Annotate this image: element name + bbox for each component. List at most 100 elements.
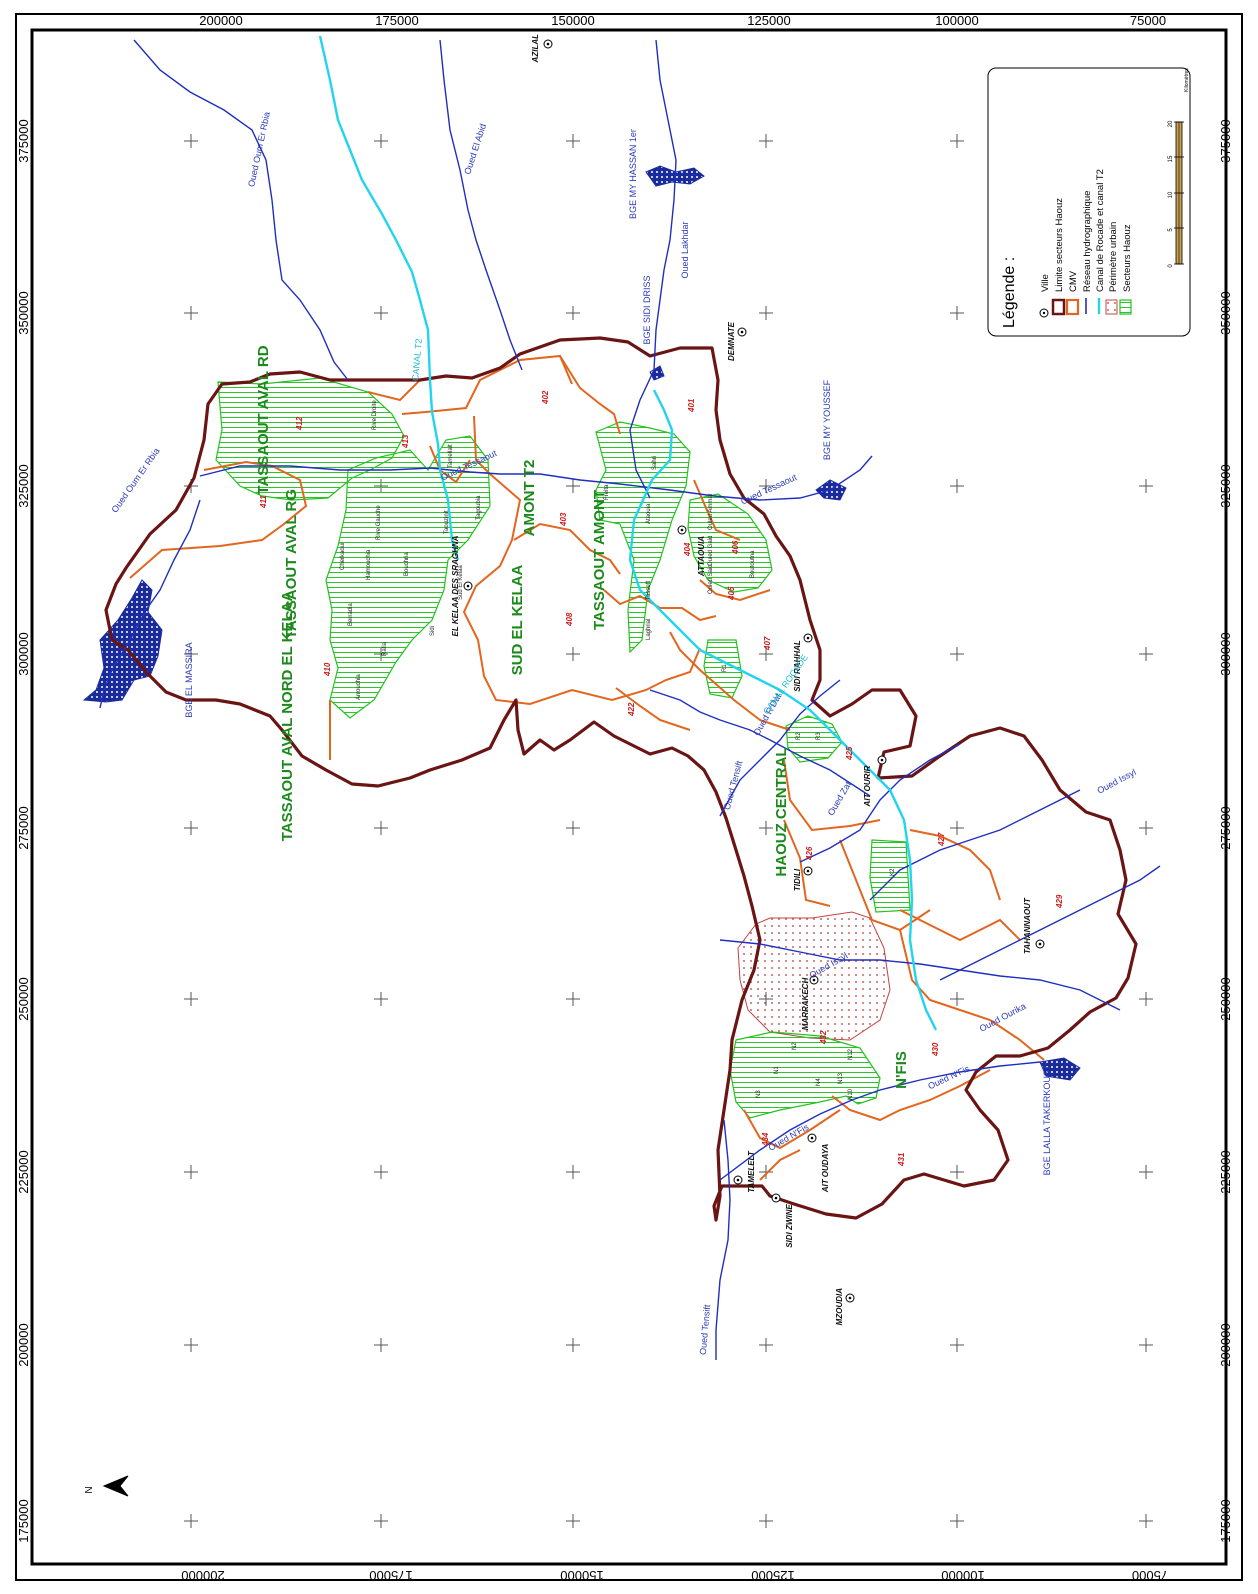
- cmv-label: 402: [541, 390, 550, 405]
- legend-boundary-icon: [1051, 298, 1066, 316]
- tick-label: 175000: [16, 1499, 31, 1542]
- legend-box: [987, 67, 1191, 337]
- hydro-label: BGE MY HASSAN 1er: [628, 129, 638, 219]
- sub-label: Sud El Kelaa: [458, 565, 464, 600]
- city-label: ATTAOUIA: [697, 536, 706, 577]
- sub-label: Sidi: [430, 626, 436, 636]
- cmv-label: 413: [401, 434, 410, 449]
- hydro-label: BGE SIDI DRISS: [642, 275, 652, 344]
- reservoir-takerkoust: [1039, 1057, 1081, 1081]
- tick-label: 375000: [1218, 119, 1233, 162]
- legend: Légende : Ville Limite secteurs Haouz CM…: [987, 67, 1191, 337]
- sub-label: Berradia: [348, 603, 354, 626]
- city-label: AIT OUDAYA: [821, 1143, 830, 1193]
- sub-label: Rafia: [382, 641, 388, 656]
- cmv-label: 426: [805, 846, 814, 861]
- axis-right: 375000 350000 325000 300000 275000 25000…: [1218, 119, 1233, 1542]
- legend-city-icon: [1039, 308, 1049, 318]
- tick-label: 250000: [16, 977, 31, 1020]
- tick-label: 75000: [1132, 1568, 1168, 1583]
- cmv-label: 430: [931, 1042, 940, 1057]
- cmv-label: 406: [731, 540, 740, 555]
- city-label: TAMELELT: [747, 1150, 756, 1193]
- cmv-label: 425: [845, 746, 854, 761]
- hydro-label: BGE LALLA TAKERKOUST: [1042, 1064, 1052, 1175]
- sub-label: R1: [722, 664, 728, 672]
- cmv-label: 422: [627, 702, 636, 717]
- tick-label: 325000: [16, 464, 31, 507]
- tick-label: 375000: [16, 119, 31, 162]
- cmv-label: 434: [761, 1132, 770, 1147]
- axis-top: 200000 175000 150000 125000 100000 75000: [199, 13, 1166, 28]
- tick-label: 300000: [1218, 632, 1233, 675]
- city-markers-dots: [466, 42, 1042, 1300]
- legend-label: Périmètre urbain: [1108, 222, 1119, 292]
- sub-label: Bouchria: [404, 552, 410, 576]
- city-label: DEMNATE: [727, 321, 736, 361]
- map-label: AMONT T2: [521, 460, 538, 537]
- north-arrow: N: [84, 1475, 129, 1497]
- sub-label: N4: [816, 1078, 822, 1086]
- hydro-label: Oued Lakhdar: [680, 221, 690, 278]
- tick-label: 75000: [1130, 13, 1166, 28]
- scale-tick: 15: [1168, 155, 1174, 162]
- sub-labels: Rive Droite Tamellalt Taouzinit Tagoubia…: [340, 400, 896, 1100]
- cmv-labels: 402 401 403 404 406 405 407 408 411 412 …: [259, 390, 1064, 1167]
- sub-label: R2: [796, 732, 802, 740]
- map-label: N'FIS: [893, 1051, 910, 1089]
- legend-label: Réseau hydrographique: [1082, 191, 1093, 292]
- axis-bottom: 200000 175000 150000 125000 100000 75000: [181, 1568, 1168, 1583]
- legend-urban-icon: [1105, 299, 1118, 315]
- tick-label: 275000: [1218, 806, 1233, 849]
- sub-label: Ouled Gaid: [708, 536, 714, 566]
- cmv-label: 401: [687, 398, 696, 413]
- scale-bar: 0 5 10 15 20 Kilomètres: [1168, 68, 1190, 268]
- legend-label: CMV: [1068, 270, 1079, 292]
- tick-label: 325000: [1218, 464, 1233, 507]
- city-label: SIDI RAHHAL: [793, 640, 802, 692]
- cmv-boundaries: [129, 354, 1045, 1181]
- tick-label: 175000: [1218, 1499, 1233, 1542]
- sub-label: Ouled Ammar: [708, 493, 714, 530]
- map-label: SUD EL KELAA: [509, 565, 526, 676]
- tick-label: 125000: [751, 1568, 794, 1583]
- scale-tick: 20: [1168, 120, 1174, 127]
- tick-label: 150000: [551, 13, 594, 28]
- city-label: SIDI ZWINE: [785, 1204, 794, 1248]
- hydro-label: CANAL T2: [410, 338, 424, 381]
- map-label: TASSAOUT AVAL RG: [283, 489, 300, 639]
- hydro-network: [99, 39, 1161, 1360]
- north-arrow-icon: [102, 1475, 129, 1497]
- tick-label: 200000: [16, 1323, 31, 1366]
- cmv-label: 411: [259, 495, 268, 509]
- sub-label: Cherkaoui: [340, 543, 346, 570]
- cmv-label: 408: [565, 612, 574, 627]
- sub-label: Arrouchia: [356, 674, 362, 700]
- haouz-sector-limit: [104, 336, 1138, 1222]
- reservoir-el-massira: [82, 579, 163, 703]
- tick-label: 125000: [747, 13, 790, 28]
- tick-label: 275000: [16, 806, 31, 849]
- sub-label: K2: [890, 868, 896, 876]
- city-label: MARRAKECH: [801, 978, 810, 1031]
- cmv-label: 412: [295, 416, 304, 431]
- sector-labels: TASSAOUT AVAL RD TASSAOUT AVAL RG TASSAO…: [255, 345, 910, 1089]
- cmv-label: 405: [727, 586, 736, 601]
- map-label: TASSAOUT AVAL RD: [255, 345, 272, 494]
- north-label: N: [84, 1486, 95, 1493]
- sub-label: Hamouchia: [366, 549, 372, 580]
- map-label: HAOUZ CENTRAL: [773, 747, 790, 876]
- hydro-label: BGE MY YOUSSEF: [822, 379, 832, 460]
- axis-left: 375000 350000 325000 300000 275000 25000…: [16, 119, 31, 1542]
- sub-label: Laghrial: [646, 619, 652, 640]
- cmv-label: 431: [897, 1152, 906, 1167]
- cmv-label: 410: [323, 662, 332, 677]
- sub-label: Tasseft: [646, 581, 652, 600]
- tick-label: 350000: [1218, 291, 1233, 334]
- hydro-label: BGE EL MASSIRA: [184, 642, 194, 717]
- tick-label: 200000: [181, 1568, 224, 1583]
- tick-label: 250000: [1218, 977, 1233, 1020]
- tick-label: 200000: [1218, 1323, 1233, 1366]
- legend-cmv-icon: [1065, 298, 1080, 316]
- city-label: EL KELAA DES SRAGHNA: [451, 535, 460, 636]
